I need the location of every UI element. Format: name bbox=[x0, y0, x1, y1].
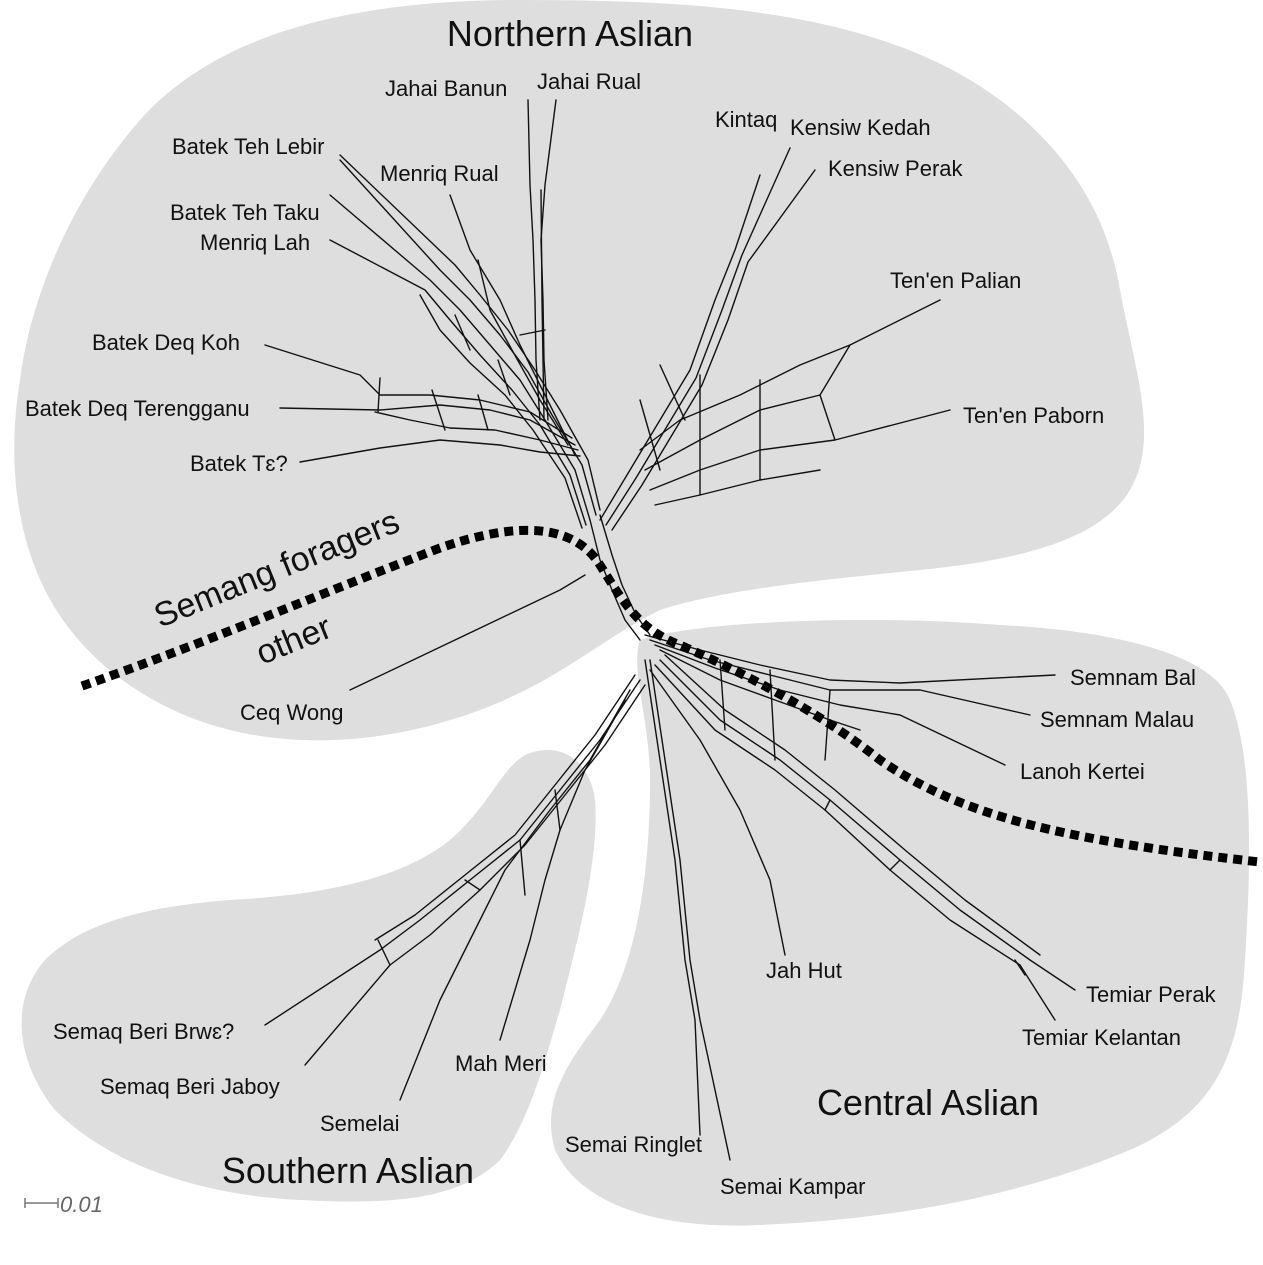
taxon-semaq-beri-brwe: Semaq Beri Brwɛ? bbox=[53, 1019, 234, 1044]
taxon-menriq-lah: Menriq Lah bbox=[200, 230, 310, 255]
central-aslian-region bbox=[551, 620, 1250, 1226]
taxon-jahai-banun: Jahai Banun bbox=[385, 76, 507, 101]
taxon-semnam-malau: Semnam Malau bbox=[1040, 707, 1194, 732]
taxon-kensiw-kedah: Kensiw Kedah bbox=[790, 115, 931, 140]
taxon-jahai-rual: Jahai Rual bbox=[537, 69, 641, 94]
taxon-semnam-bal: Semnam Bal bbox=[1070, 665, 1196, 690]
southern-network bbox=[264, 674, 646, 1101]
taxon-semai-kampar: Semai Kampar bbox=[720, 1174, 866, 1199]
taxon-batek-deq-terengganu: Batek Deq Terengganu bbox=[25, 396, 250, 421]
taxon-tenen-paborn: Ten'en Paborn bbox=[963, 403, 1104, 428]
taxon-semelai: Semelai bbox=[320, 1111, 399, 1136]
taxon-temiar-kelantan: Temiar Kelantan bbox=[1022, 1025, 1181, 1050]
taxon-batek-te: Batek Tɛ? bbox=[190, 451, 288, 476]
northern-network bbox=[264, 99, 951, 691]
taxon-batek-teh-taku: Batek Teh Taku bbox=[170, 200, 320, 225]
scale-bar: 0.01 bbox=[24, 1192, 103, 1217]
taxon-jah-hut: Jah Hut bbox=[766, 958, 842, 983]
taxon-mah-meri: Mah Meri bbox=[455, 1051, 547, 1076]
northern-aslian-label: Northern Aslian bbox=[447, 13, 693, 54]
taxon-kintaq: Kintaq bbox=[715, 107, 777, 132]
taxon-menriq-rual: Menriq Rual bbox=[380, 161, 499, 186]
taxon-batek-deq-koh: Batek Deq Koh bbox=[92, 330, 240, 355]
forager-divider-line bbox=[80, 525, 1261, 867]
taxon-lanoh-kertei: Lanoh Kertei bbox=[1020, 759, 1145, 784]
taxon-semai-ringlet: Semai Ringlet bbox=[565, 1132, 702, 1157]
taxon-tenen-palian: Ten'en Palian bbox=[890, 268, 1021, 293]
northern-aslian-region bbox=[14, 0, 1145, 741]
taxon-batek-teh-lebir: Batek Teh Lebir bbox=[172, 134, 324, 159]
scale-label: 0.01 bbox=[60, 1192, 103, 1217]
southern-aslian-label: Southern Aslian bbox=[222, 1150, 474, 1191]
taxon-semaq-beri-jaboy: Semaq Beri Jaboy bbox=[100, 1074, 280, 1099]
central-aslian-label: Central Aslian bbox=[817, 1082, 1039, 1123]
taxon-kensiw-perak: Kensiw Perak bbox=[828, 156, 964, 181]
taxon-temiar-perak: Temiar Perak bbox=[1086, 982, 1217, 1007]
taxon-ceq-wong: Ceq Wong bbox=[240, 700, 344, 725]
southern-aslian-region bbox=[21, 750, 596, 1202]
central-network bbox=[644, 634, 1076, 1161]
